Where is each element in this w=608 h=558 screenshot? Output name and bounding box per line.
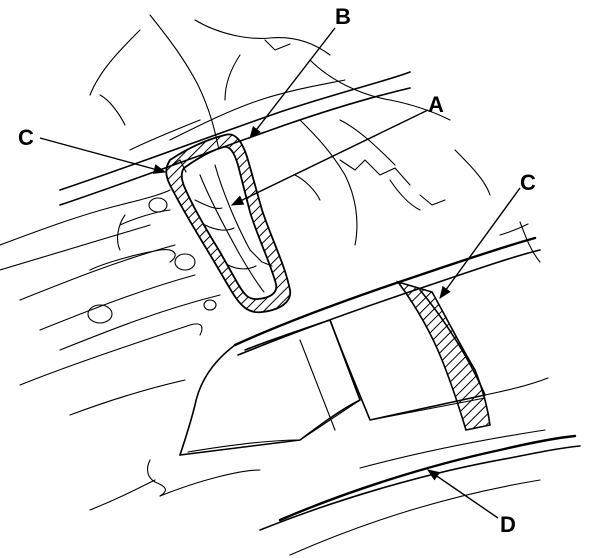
lower-frame: [179, 289, 549, 456]
callout-c-left: C: [18, 125, 34, 150]
floor-hole: [203, 299, 217, 311]
leader-d: [426, 469, 499, 519]
floor-hole: [174, 253, 196, 271]
floor-hole: [148, 197, 168, 213]
callout-b: B: [335, 4, 351, 29]
bracket-part-a: [165, 133, 292, 314]
bottom-sill-d: [259, 429, 581, 556]
left-floor-panel: [0, 189, 221, 351]
leader-b: [249, 27, 336, 139]
upper-structure: [89, 14, 491, 246]
sealer-strip-c: [395, 280, 491, 431]
floor-hole: [87, 304, 113, 324]
leader-a: [230, 109, 429, 206]
upper-rail: [59, 71, 411, 206]
lower-left-panel: [19, 323, 261, 511]
callout-labels: B A C C D: [18, 4, 536, 537]
leader-c-right: [439, 187, 521, 300]
callout-d: D: [500, 512, 516, 537]
leader-lines: [39, 27, 521, 519]
callout-c-right: C: [520, 170, 536, 195]
callout-a: A: [428, 92, 444, 117]
bracket-body: [180, 146, 278, 300]
leader-c-left: [39, 137, 167, 174]
